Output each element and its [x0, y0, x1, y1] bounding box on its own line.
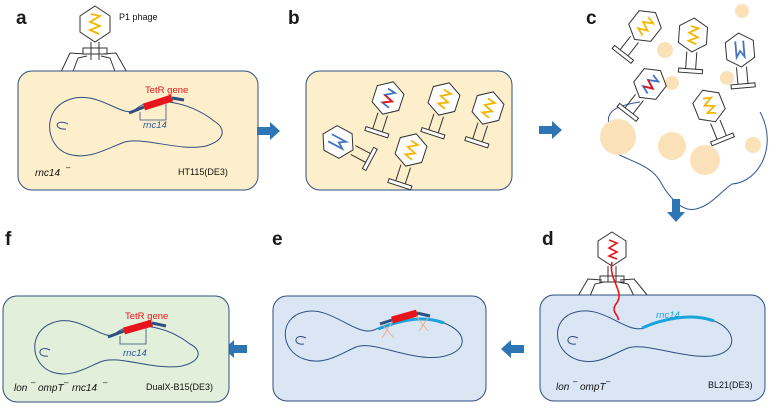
- injected-dna: [610, 261, 620, 321]
- genotype-lon-d: lon: [556, 382, 570, 393]
- genotype-ompt-sup-d: –: [606, 377, 611, 386]
- tetr-gene-label: TetR gene: [145, 85, 188, 96]
- phage-c-4: [615, 61, 672, 124]
- genotype-lon-sup-f: –: [31, 378, 36, 387]
- genotype-ompt-d: ompT: [580, 382, 606, 393]
- homology-arm-right: [171, 96, 185, 102]
- strain-dualx-label: DualX-B15(DE3): [146, 382, 213, 392]
- rnc14-locus-d: [641, 315, 715, 330]
- strain-ht115-label: HT115(DE3): [178, 167, 228, 177]
- panel-letter-a: a: [16, 8, 27, 29]
- rnc14-label-f: rnc14: [123, 348, 147, 359]
- genotype-rnc14-sup-f: –: [103, 378, 108, 387]
- cell-debris: [600, 4, 761, 175]
- rnc14-bracket-f: [119, 328, 147, 345]
- genotype-f: lon – ompT – rnc14 –: [14, 378, 108, 394]
- incoming-arm-right: [416, 311, 431, 318]
- genotype-a: rnc14 –: [35, 163, 71, 179]
- phage-c-1: [610, 3, 667, 66]
- phage-c-2: [675, 16, 709, 75]
- panel-letter-f: f: [5, 229, 12, 250]
- incoming-tetr-block: [391, 309, 418, 324]
- incoming-arm-left: [379, 318, 393, 326]
- panel-letter-e: e: [272, 229, 283, 250]
- genotype-lon-f: lon: [14, 383, 28, 394]
- arrow-a-to-b: [257, 122, 280, 140]
- recombining-cell-e: [272, 295, 487, 402]
- rnc14-locus-e: [377, 317, 445, 331]
- rnc14-bracket: [139, 104, 167, 121]
- final-cell-dualx: [2, 295, 230, 403]
- tetr-gene-block-f: [123, 319, 153, 335]
- panel-letter-d: d: [542, 229, 554, 250]
- arrow-c-to-d: [667, 199, 685, 222]
- genotype-rnc14-sup: –: [66, 163, 71, 172]
- genotype-rnc14-f: rnc14: [72, 383, 97, 394]
- phage-c-5: [689, 84, 737, 147]
- genotype-lon-sup-d: –: [573, 377, 578, 386]
- homology-arm-right-f: [151, 321, 167, 328]
- strain-bl21-label: BL21(DE3): [708, 380, 753, 390]
- genotype-d: lon – ompT –: [556, 377, 611, 393]
- genotype-ompt-sup-f: –: [64, 378, 69, 387]
- rnc14-locus-label: rnc14: [143, 120, 167, 131]
- p1-phage-a: [59, 5, 129, 75]
- tetr-gene-block: [142, 94, 174, 111]
- homology-arm-left-f: [107, 329, 125, 339]
- panel-letter-c: c: [586, 8, 597, 29]
- infected-cell-b: [305, 70, 513, 191]
- genotype-rnc14: rnc14: [35, 168, 60, 179]
- rnc14-label-d: rnc14: [656, 310, 680, 321]
- lysed-cell-membrane: [602, 101, 768, 210]
- arrow-d-to-e: [501, 340, 524, 358]
- genotype-ompt-f: ompT: [38, 383, 64, 394]
- panel-letter-b: b: [288, 8, 300, 29]
- tetr-gene-label-f: TetR gene: [125, 311, 168, 322]
- transducing-phage-d: [577, 231, 649, 297]
- phage-label: P1 phage: [119, 12, 158, 22]
- chromosome-e: [284, 310, 463, 362]
- arrow-b-to-c: [539, 121, 562, 139]
- homology-arm-left: [128, 105, 145, 115]
- released-phages-c: [610, 3, 758, 147]
- crossover-lines: [381, 315, 429, 339]
